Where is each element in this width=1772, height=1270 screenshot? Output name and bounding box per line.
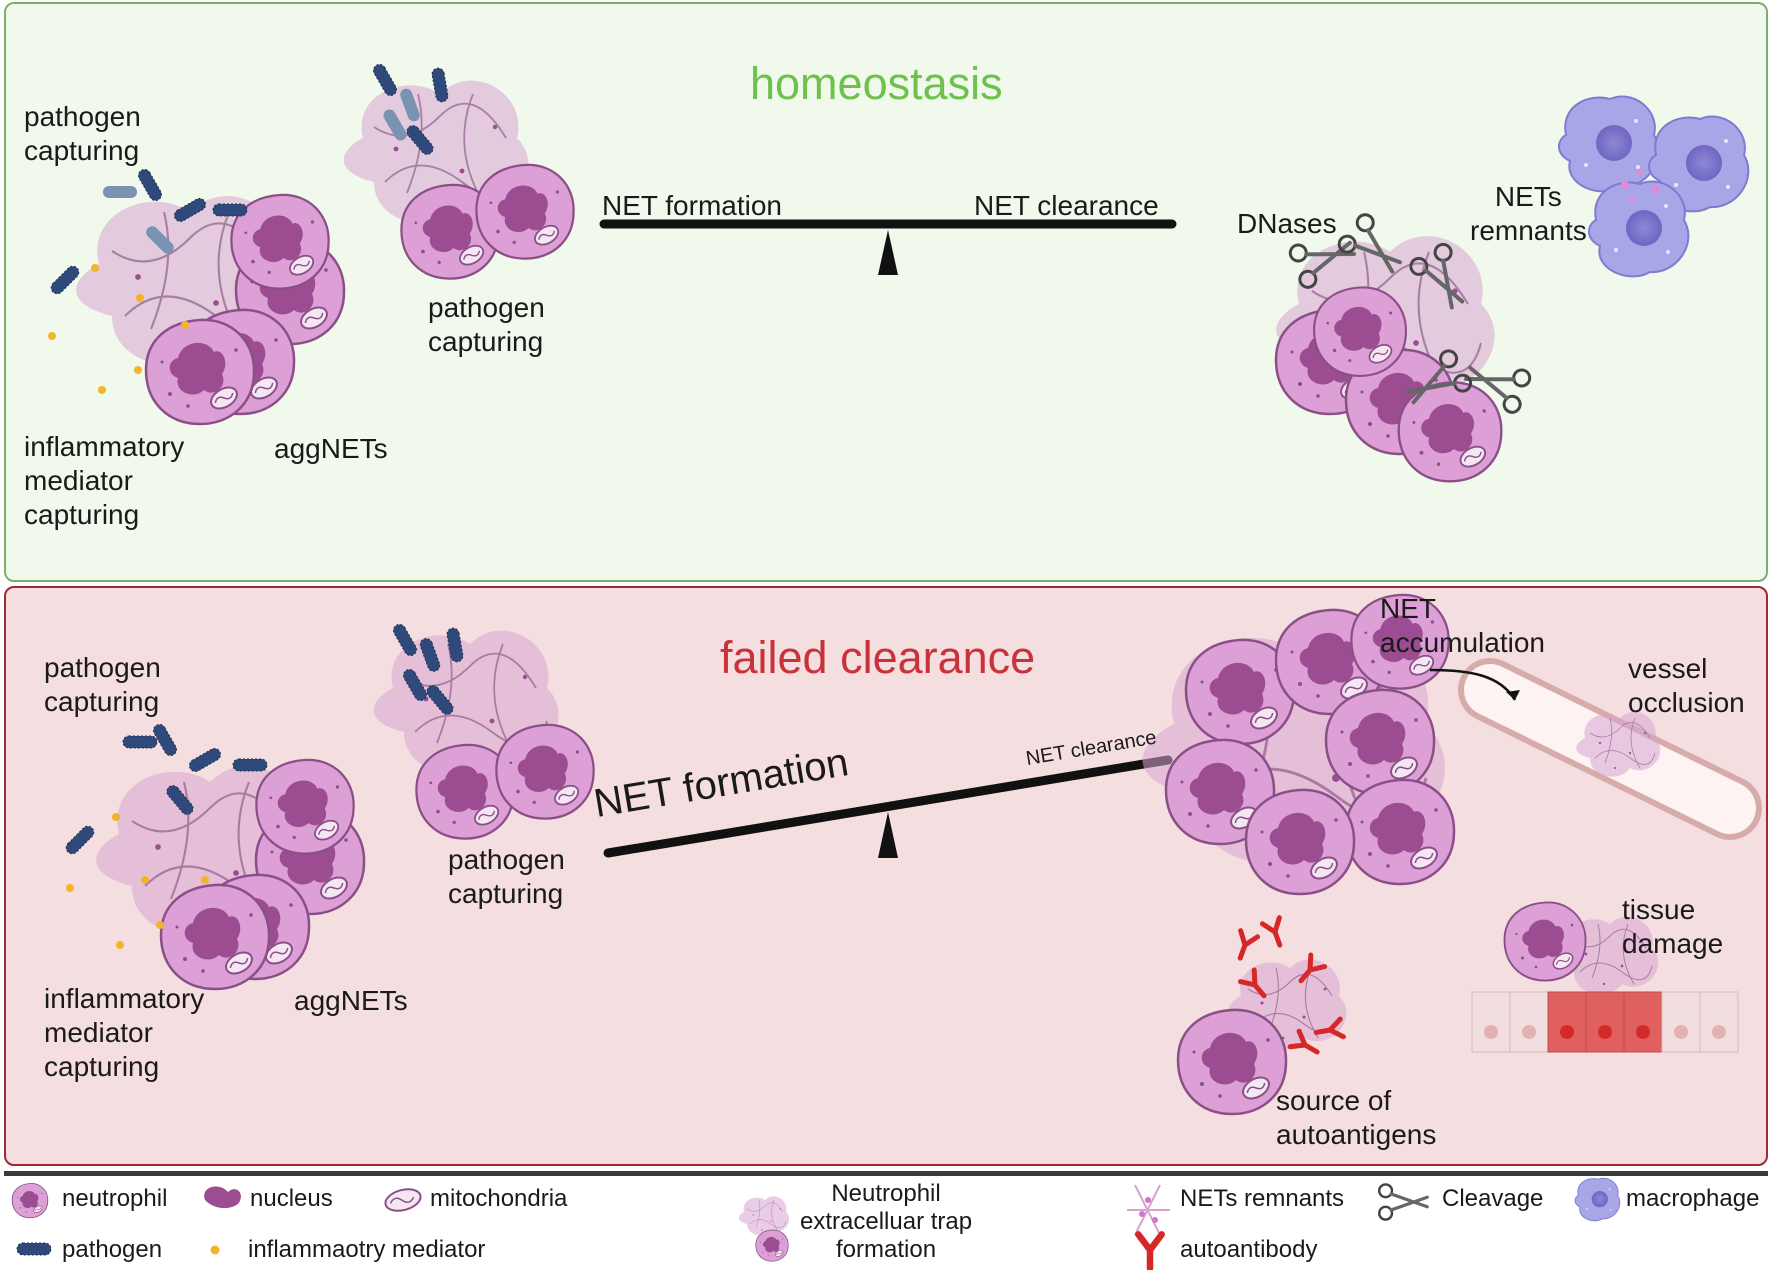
legend-autoantibody-label: autoantibody	[1180, 1236, 1318, 1263]
vessel-occlusion-label: vessel occlusion	[1628, 653, 1745, 718]
legend-macrophage-label: macrophage	[1626, 1185, 1760, 1212]
legend-nucleus-icon	[204, 1186, 241, 1209]
top-inflammatory-capturing: inflammatory mediator capturing	[24, 431, 185, 530]
legend-macrophage-icon	[1574, 1177, 1621, 1222]
failed-clearance-title: failed clearance	[720, 632, 1036, 683]
legend-pathogen-icon	[16, 1242, 52, 1256]
top-pathogen-capturing-center: pathogen capturing	[428, 292, 545, 357]
legend-autoantibody-icon	[1138, 1234, 1161, 1268]
legend-net-formation-label: Neutrophil extracelluar trap formation	[800, 1180, 973, 1263]
legend-mitochondria-icon	[384, 1188, 422, 1212]
legend-inflammatory-mediator-label: inflammaotry mediator	[248, 1236, 486, 1263]
bottom-aggnets-cluster	[63, 721, 366, 991]
top-dnase-cluster	[1274, 209, 1534, 483]
top-macrophages	[1558, 95, 1750, 278]
legend-net-formation-icon	[738, 1196, 790, 1262]
autoantigens-label: source of autoantigens	[1276, 1085, 1437, 1150]
legend-cleavage-icon	[1377, 1182, 1429, 1222]
bottom-aggnets-label: aggNETs	[294, 985, 408, 1016]
dnases-label: DNases	[1237, 208, 1337, 239]
legend-mediator-icon	[210, 1245, 220, 1255]
legend-neutrophil-label: neutrophil	[62, 1185, 168, 1212]
homeostasis-title: homeostasis	[750, 58, 1003, 109]
bottom-pathogen-capturing-center: pathogen capturing	[448, 844, 565, 909]
legend-nucleus-label: nucleus	[250, 1185, 333, 1212]
legend-pathogen-label: pathogen	[62, 1236, 163, 1263]
legend-neutrophil-icon	[11, 1183, 49, 1219]
top-nets-remnants-label: NETs remnants	[1470, 181, 1587, 246]
bottom-inflammatory-capturing: inflammatory mediator capturing	[44, 983, 205, 1082]
net-accumulation-label: NET accumulation	[1380, 593, 1545, 658]
top-pathogen-capturing-left: pathogen capturing	[24, 101, 141, 166]
bottom-pathogen-net	[372, 621, 595, 840]
legend-mitochondria-label: mitochondria	[430, 1185, 568, 1212]
legend-nets-remnants-label: NETs remnants	[1180, 1185, 1345, 1212]
bottom-pathogen-capturing-left: pathogen capturing	[44, 652, 161, 717]
legend-divider	[4, 1171, 1768, 1176]
legend-nets-remnants-icon	[1127, 1184, 1170, 1236]
vessel-occlusion	[1429, 658, 1762, 840]
bottom-balance	[603, 755, 1173, 858]
legend-cleavage-label: Cleavage	[1442, 1185, 1544, 1212]
tissue-damage-label: tissue damage	[1622, 894, 1724, 959]
top-aggnets-cluster	[48, 166, 346, 426]
top-balance-net-clearance: NET clearance	[974, 190, 1159, 221]
top-balance-net-formation: NET formation	[602, 190, 782, 221]
top-aggnets-label: aggNETs	[274, 433, 388, 464]
top-balance	[599, 219, 1177, 275]
top-pathogen-net	[342, 61, 575, 280]
tissue-damage-illustration	[1471, 901, 1739, 1053]
